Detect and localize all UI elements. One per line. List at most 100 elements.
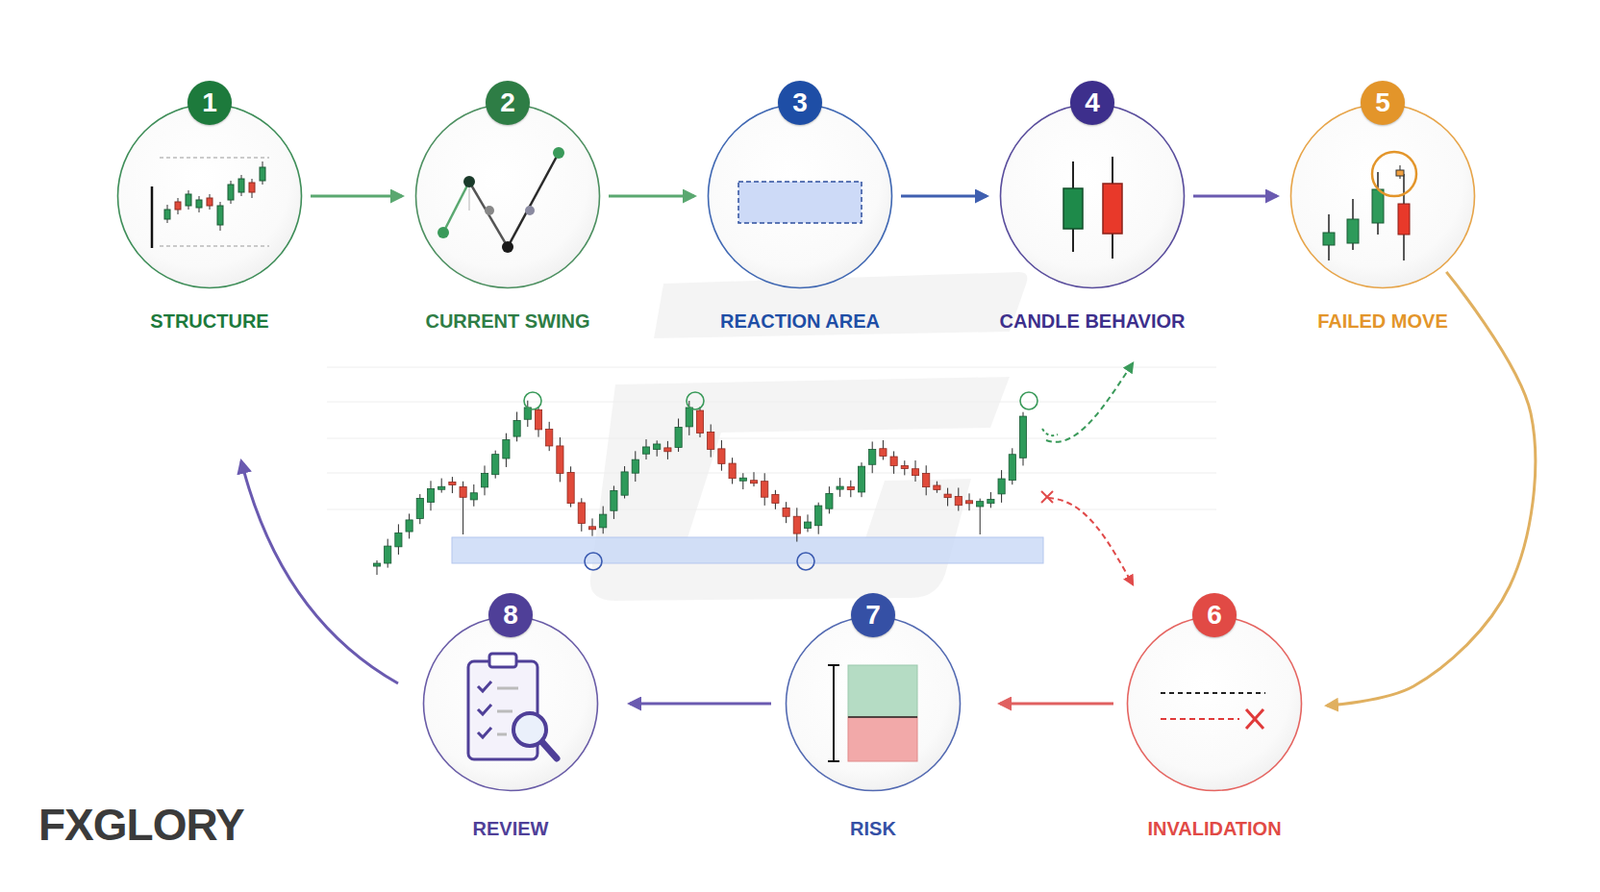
candlestick <box>761 473 769 506</box>
swing-icon <box>507 152 559 248</box>
candlestick <box>653 440 661 457</box>
candlestick <box>373 560 380 575</box>
candlestick <box>828 486 830 514</box>
swing-markers <box>686 392 704 410</box>
review-icon <box>497 710 513 714</box>
candlestick <box>426 489 434 503</box>
candlestick <box>718 449 725 465</box>
candlestick <box>600 514 607 528</box>
structure-icon <box>159 246 270 248</box>
structure-icon <box>188 190 190 210</box>
candlestick <box>1008 448 1016 485</box>
step-circle <box>1127 617 1302 792</box>
candlestick <box>969 493 971 511</box>
candlestick <box>416 494 424 525</box>
step-number: 5 <box>1360 80 1405 125</box>
step-circle <box>999 102 1186 290</box>
risk-icon <box>832 665 835 762</box>
candlestick <box>484 465 486 496</box>
candlestick <box>739 473 747 490</box>
review-icon <box>477 704 492 715</box>
step-circle <box>424 617 599 792</box>
swing-icon <box>437 147 565 253</box>
candlestick <box>857 466 865 493</box>
candlestick <box>534 406 542 438</box>
candlestick <box>836 477 844 498</box>
candlestick <box>742 473 744 490</box>
candlestick <box>470 493 477 500</box>
candlestick <box>387 539 389 569</box>
candle-icon <box>1111 156 1114 259</box>
candlestick <box>793 507 800 542</box>
structure-icon <box>164 209 171 220</box>
candlestick <box>753 472 755 487</box>
step-node: 1STRUCTURE <box>116 102 303 290</box>
swing-markers <box>524 392 1038 571</box>
failed-move-icon <box>1400 165 1401 179</box>
candlestick <box>480 474 488 488</box>
candlestick <box>936 481 938 494</box>
step-label: STRUCTURE <box>55 310 364 332</box>
candlestick <box>610 485 618 519</box>
invalidation-icon <box>1160 718 1240 721</box>
scenario-arrows <box>1041 363 1133 585</box>
step-circle <box>1291 104 1475 289</box>
flow-arrow <box>608 195 695 199</box>
failed-move-icon <box>1351 199 1354 250</box>
candlestick <box>965 500 973 504</box>
candlestick <box>667 441 669 460</box>
logo-watermark <box>590 272 1028 601</box>
candlestick <box>395 532 402 547</box>
candlestick <box>588 526 596 530</box>
candlestick <box>549 422 550 451</box>
candlestick <box>559 437 561 482</box>
failed-move-icon <box>1396 170 1404 176</box>
candlestick <box>987 500 995 504</box>
candlestick <box>900 466 908 470</box>
candlestick <box>803 522 811 528</box>
candlestick <box>473 484 475 507</box>
grid-lines <box>326 473 1217 475</box>
failed-move-icon <box>1372 189 1384 224</box>
step-circle <box>1289 102 1476 290</box>
structure-icon <box>217 205 224 225</box>
step-node: 8REVIEW <box>422 615 600 793</box>
candlestick <box>815 505 823 526</box>
candlestick <box>526 400 528 427</box>
grid-lines <box>326 367 1217 369</box>
flow-arrow <box>629 702 772 706</box>
candlestick <box>947 488 949 507</box>
candlestick <box>373 563 380 567</box>
step-node: 7RISK <box>784 615 962 793</box>
candlestick <box>772 494 779 503</box>
candlestick <box>516 411 518 442</box>
candlestick <box>750 472 757 487</box>
reaction-area-icon <box>738 181 862 224</box>
candlestick <box>718 440 725 472</box>
step-node: 6INVALIDATION <box>1125 615 1303 793</box>
candlestick <box>449 476 456 494</box>
candlestick <box>653 444 661 450</box>
candlestick <box>438 478 446 494</box>
structure-icon <box>199 196 200 213</box>
swing-icon <box>484 205 495 216</box>
candlestick <box>954 496 962 505</box>
candlestick <box>505 433 507 468</box>
swing-icon <box>463 175 475 188</box>
candlestick <box>847 486 854 490</box>
candlestick <box>915 460 917 482</box>
candlestick <box>882 440 884 460</box>
candlestick <box>696 406 703 438</box>
structure-icon <box>206 198 213 206</box>
candlestick <box>405 513 413 539</box>
candlestick <box>1019 412 1026 467</box>
candlestick <box>796 507 798 542</box>
candlestick <box>419 494 421 525</box>
candlestick <box>677 418 679 452</box>
candlestick <box>577 498 585 532</box>
candlestick <box>785 501 787 524</box>
candlestick <box>850 480 851 498</box>
risk-icon <box>848 665 918 718</box>
